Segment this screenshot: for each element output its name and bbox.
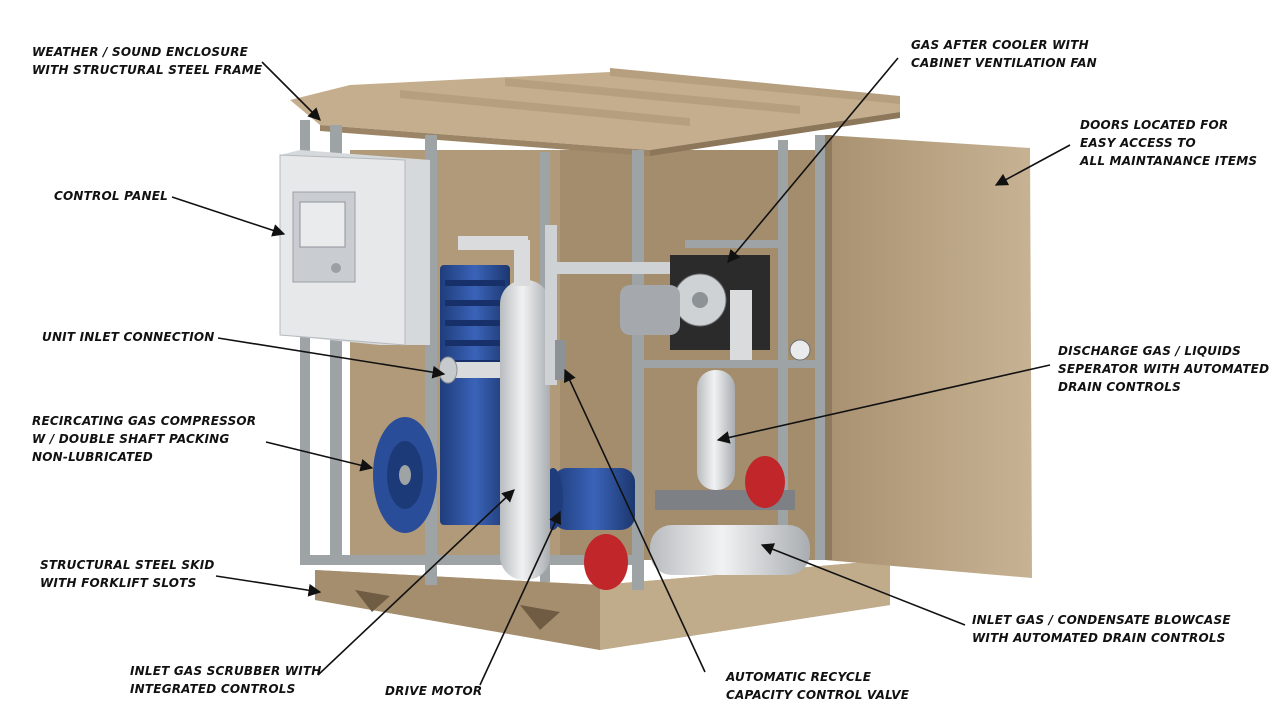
enclosure-door: [825, 135, 1032, 578]
label-blowcase-line: WITH AUTOMATED DRAIN CONTROLS: [972, 631, 1226, 645]
leader-control-panel: [171, 196, 286, 237]
pulsation-bottles: [584, 339, 811, 590]
label-compressor-line: W / DOUBLE SHAFT PACKING: [32, 432, 230, 446]
label-enclosure-line: WEATHER / SOUND ENCLOSURE: [32, 45, 249, 59]
leader-blowcase: [760, 543, 966, 626]
label-scrubber-line: INTEGRATED CONTROLS: [130, 682, 296, 696]
label-skid-line: WITH FORKLIFT SLOTS: [40, 576, 197, 590]
label-recycle-valve-line: AUTOMATIC RECYCLE: [726, 670, 872, 684]
label-control-panel: CONTROL PANEL: [54, 187, 168, 205]
forklift-slot: [520, 605, 560, 630]
leader-scrubber: [317, 489, 515, 676]
label-discharge-separator-line: DRAIN CONTROLS: [1058, 380, 1181, 394]
label-skid: STRUCTURAL STEEL SKID WITH FORKLIFT SLOT…: [40, 556, 215, 592]
label-doors: DOORS LOCATED FOR EASY ACCESS TO ALL MAI…: [1080, 116, 1257, 170]
leader-drive-motor: [479, 510, 561, 686]
leader-discharge-separator: [716, 364, 1051, 444]
label-inlet-connection: UNIT INLET CONNECTION: [42, 328, 215, 346]
leader-enclosure: [261, 61, 321, 121]
label-scrubber-line: INLET GAS SCRUBBER WITH: [130, 664, 322, 678]
label-doors-line: EASY ACCESS TO: [1080, 136, 1196, 150]
label-skid-line: STRUCTURAL STEEL SKID: [40, 558, 215, 572]
inlet-blowcase: [650, 490, 810, 575]
gas-compressor: [373, 265, 510, 533]
leader-doors: [994, 144, 1071, 186]
label-discharge-separator-line: SEPERATOR WITH AUTOMATED: [1058, 362, 1270, 376]
label-scrubber: INLET GAS SCRUBBER WITH INTEGRATED CONTR…: [130, 662, 322, 698]
control-panel: [279, 150, 430, 346]
label-discharge-separator-line: DISCHARGE GAS / LIQUIDS: [1058, 344, 1241, 358]
label-discharge-separator: DISCHARGE GAS / LIQUIDS SEPERATOR WITH A…: [1058, 342, 1269, 396]
label-doors-line: ALL MAINTANANCE ITEMS: [1080, 154, 1258, 168]
label-recycle-valve: AUTOMATIC RECYCLE CAPACITY CONTROL VALVE: [726, 668, 909, 704]
label-aftercooler-line: GAS AFTER COOLER WITH: [911, 38, 1089, 52]
label-drive-motor: DRIVE MOTOR: [385, 682, 482, 700]
leader-inlet-connection: [217, 337, 446, 379]
label-drive-motor-line: DRIVE MOTOR: [385, 684, 483, 698]
enclosure-roof: [290, 68, 900, 156]
label-enclosure-line: WITH STRUCTURAL STEEL FRAME: [32, 63, 263, 77]
discharge-separator: [697, 290, 752, 490]
label-aftercooler-line: CABINET VENTILATION FAN: [911, 56, 1097, 70]
label-enclosure: WEATHER / SOUND ENCLOSURE WITH STRUCTURA…: [32, 43, 262, 79]
label-recycle-valve-line: CAPACITY CONTROL VALVE: [726, 688, 910, 702]
label-control-panel-line: CONTROL PANEL: [54, 189, 168, 203]
label-blowcase: INLET GAS / CONDENSATE BLOWCASE WITH AUT…: [972, 611, 1231, 647]
leader-compressor: [265, 441, 374, 472]
leader-skid: [215, 575, 322, 597]
forklift-slot: [355, 590, 390, 612]
label-inlet-connection-line: UNIT INLET CONNECTION: [42, 330, 215, 344]
gas-after-cooler: [620, 255, 770, 350]
callout-leaders: [171, 57, 1071, 686]
label-blowcase-line: INLET GAS / CONDENSATE BLOWCASE: [972, 613, 1231, 627]
label-doors-line: DOORS LOCATED FOR: [1080, 118, 1229, 132]
inlet-scrubber: [438, 236, 550, 580]
label-compressor-line: NON-LUBRICATED: [32, 450, 153, 464]
leader-recycle-valve: [564, 368, 706, 673]
label-compressor-line: RECIRCATING GAS COMPRESSOR: [32, 414, 257, 428]
leader-aftercooler: [727, 57, 899, 263]
steel-skid: [315, 560, 890, 650]
label-aftercooler: GAS AFTER COOLER WITH CABINET VENTILATIO…: [911, 36, 1097, 72]
label-compressor: RECIRCATING GAS COMPRESSOR W / DOUBLE SH…: [32, 412, 256, 466]
